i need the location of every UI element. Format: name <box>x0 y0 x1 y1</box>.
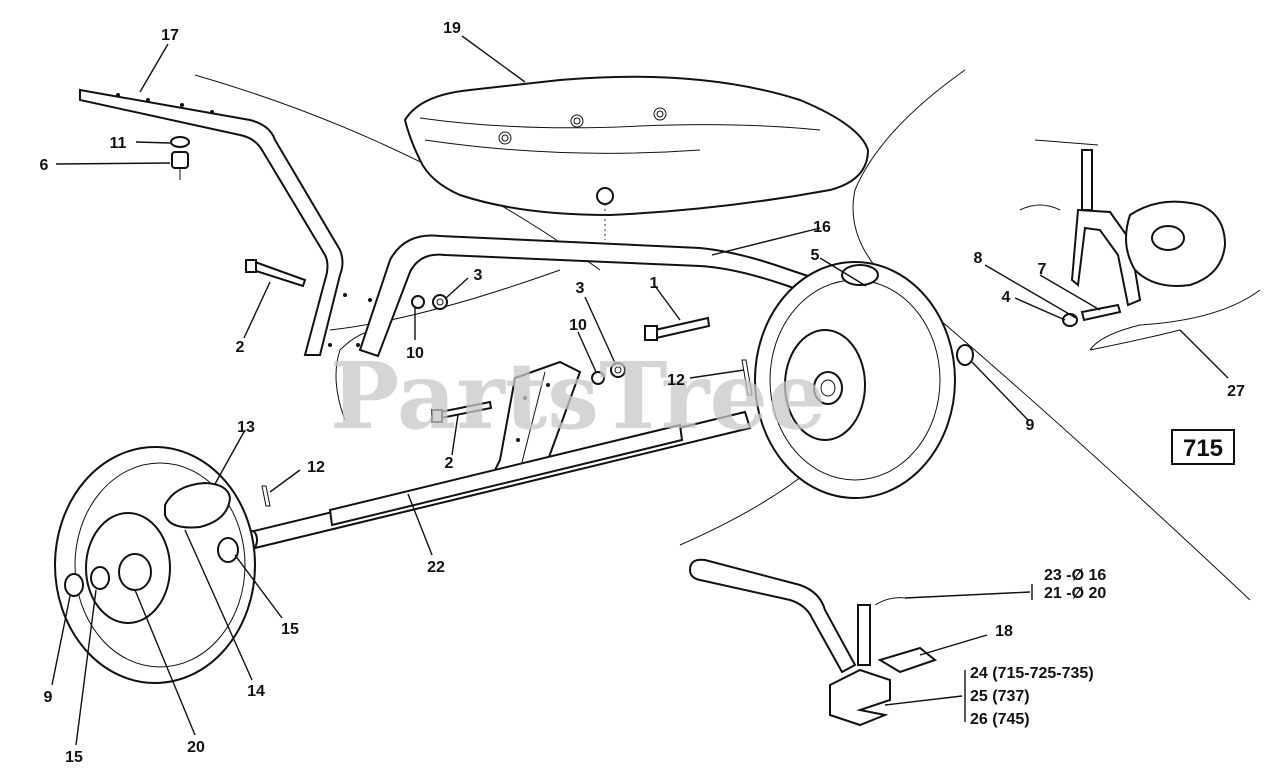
variant-notes: 23 -Ø 16 21 -Ø 20 24 (715-725-735) 25 (7… <box>970 567 1106 728</box>
callout-27: 27 <box>1227 383 1245 400</box>
callout-20: 20 <box>187 739 205 756</box>
hitch-arm-part <box>688 558 938 727</box>
callout-2-top: 2 <box>236 339 245 356</box>
watermark: PartsTree <box>330 342 826 450</box>
callout-4: 4 <box>1002 289 1011 306</box>
callout-18: 18 <box>995 623 1013 640</box>
model-badge: 715 <box>1171 429 1235 465</box>
callout-9-left: 9 <box>44 689 53 706</box>
left-wheel-part <box>54 446 256 684</box>
callout-22: 22 <box>427 559 445 576</box>
seat-bracket-part <box>79 88 347 356</box>
seat-part <box>403 75 870 240</box>
note-21: 21 -Ø 20 <box>1044 585 1106 602</box>
cotter-pin-parts <box>261 359 753 507</box>
callout-15-left: 15 <box>65 749 83 766</box>
callout-11: 11 <box>110 135 127 152</box>
callout-3-right: 3 <box>576 280 585 297</box>
note-24: 24 (715-725-735) <box>970 665 1094 682</box>
callouts: 17 19 11 6 16 5 2 3 10 3 10 1 12 2 8 7 4… <box>40 20 1245 766</box>
note-26: 26 (745) <box>970 711 1030 728</box>
callout-6: 6 <box>40 157 49 174</box>
callout-7: 7 <box>1038 261 1047 278</box>
note-23: 23 -Ø 16 <box>1044 567 1106 584</box>
nut-washer-part <box>170 136 190 180</box>
callout-10-right: 10 <box>569 317 587 334</box>
callout-19: 19 <box>443 20 461 37</box>
right-wheel-part <box>754 261 956 499</box>
callout-5: 5 <box>811 247 820 264</box>
callout-12-right: 12 <box>667 372 685 389</box>
callout-16: 16 <box>813 219 831 236</box>
bolt-parts <box>245 259 711 423</box>
callout-17: 17 <box>161 27 179 44</box>
callout-14: 14 <box>247 683 265 700</box>
model-badge-label: 715 <box>1183 435 1223 462</box>
callout-9-right: 9 <box>1026 417 1035 434</box>
reference-lines <box>194 69 1261 601</box>
callout-2-bottom: 2 <box>445 455 454 472</box>
leader-lines <box>51 35 1229 746</box>
callout-10-left: 10 <box>406 345 424 362</box>
callout-15-right: 15 <box>281 621 299 638</box>
note-25: 25 (737) <box>970 688 1030 705</box>
small-hardware-parts <box>432 294 626 385</box>
callout-3-left: 3 <box>474 267 483 284</box>
callout-1: 1 <box>650 275 659 292</box>
hitch-inset-part <box>1019 139 1227 327</box>
callout-13: 13 <box>237 419 255 436</box>
callout-12-left: 12 <box>307 459 325 476</box>
callout-8: 8 <box>974 250 983 267</box>
clip-part <box>956 344 974 366</box>
